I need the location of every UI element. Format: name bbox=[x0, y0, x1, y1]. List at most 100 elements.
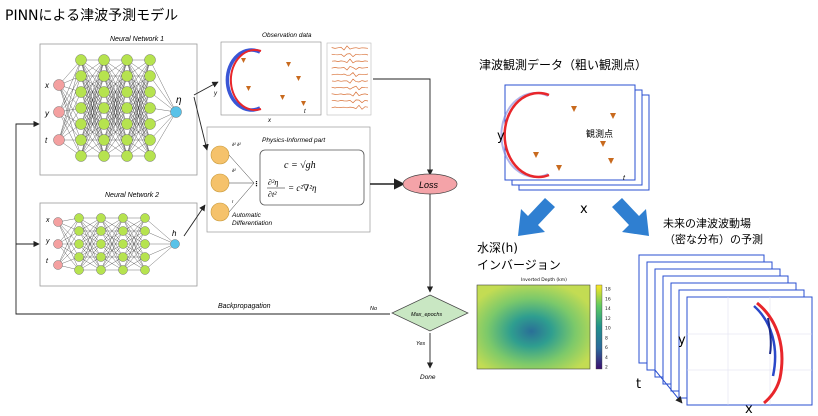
observation-xlabel: x bbox=[267, 118, 272, 124]
timeseries-trace bbox=[331, 104, 369, 110]
nn2-node-4-0 bbox=[140, 213, 150, 223]
nn1-node-2-2 bbox=[98, 86, 110, 98]
nn1-node-4-3 bbox=[144, 102, 156, 114]
observation-timeseries bbox=[326, 42, 372, 116]
depth-map bbox=[476, 284, 591, 370]
nn2-node-1-2 bbox=[74, 239, 84, 249]
nn1-node-3-3 bbox=[121, 102, 133, 114]
colorbar-tick: 12 bbox=[605, 316, 611, 322]
nn2-node-1-4 bbox=[74, 265, 84, 275]
future-title-line2: （密な分布）の予測 bbox=[664, 232, 763, 246]
timeseries-trace bbox=[331, 65, 369, 71]
future-tlabel: t bbox=[636, 377, 641, 392]
obs-panel-ylabel: y bbox=[497, 129, 505, 144]
observation-stations bbox=[241, 58, 306, 106]
obs-panel-stations bbox=[533, 106, 616, 171]
observation-title: Observation data bbox=[262, 32, 312, 39]
decision-label: Max_epochs bbox=[411, 312, 442, 318]
nn2-input-y: y bbox=[45, 238, 50, 245]
nn1-node-4-4 bbox=[144, 118, 156, 130]
nn2-node-3-4 bbox=[118, 265, 128, 275]
colorbar-tick: 6 bbox=[605, 345, 608, 351]
future-front-frame bbox=[686, 296, 813, 406]
autodiff-line2: Differentiation bbox=[232, 220, 272, 227]
nn1-node-1-0 bbox=[75, 54, 87, 66]
nn1-node-1-1 bbox=[75, 70, 87, 82]
nn1-node-0-0 bbox=[53, 79, 65, 91]
nn2-node-5-0 bbox=[170, 239, 180, 249]
nn1-node-3-0 bbox=[121, 54, 133, 66]
physics-equation-box bbox=[259, 149, 365, 206]
depth-map-title: Inverted Depth (km) bbox=[521, 277, 567, 283]
depth-title-line2: インバージョン bbox=[477, 258, 561, 272]
timeseries-trace bbox=[331, 71, 369, 77]
physics-node-2 bbox=[210, 173, 230, 193]
obs-panel-title: 津波観測データ（粗い観測点） bbox=[479, 57, 647, 72]
observation-timeseries-traces bbox=[331, 45, 369, 110]
timeseries-trace bbox=[331, 78, 369, 84]
nn2-node-2-0 bbox=[96, 213, 106, 223]
decision-yes: Yes bbox=[416, 341, 425, 347]
nn2-node-0-2 bbox=[53, 260, 63, 270]
nn2-node-2-4 bbox=[96, 265, 106, 275]
nn1-node-3-6 bbox=[121, 150, 133, 162]
nn1-node-4-2 bbox=[144, 86, 156, 98]
nn2-input-x: x bbox=[45, 217, 50, 224]
equation-lhs-den: ∂t² bbox=[268, 190, 277, 199]
obs-panel-xlabel: x bbox=[580, 202, 588, 217]
nn1-node-2-0 bbox=[98, 54, 110, 66]
observation-wave-red bbox=[229, 49, 262, 111]
backprop-label: Backpropagation bbox=[218, 303, 271, 310]
colorbar-tick: 14 bbox=[605, 306, 611, 312]
colorbar-tick: 2 bbox=[605, 365, 608, 371]
nn2-node-4-2 bbox=[140, 239, 150, 249]
depth-title-line1: 水深(h) bbox=[477, 241, 518, 255]
nn1-node-1-4 bbox=[75, 118, 87, 130]
nn1-node-3-5 bbox=[121, 134, 133, 146]
nn2-node-1-3 bbox=[74, 252, 84, 262]
nn2-node-3-0 bbox=[118, 213, 128, 223]
physics-node-3 bbox=[210, 202, 230, 222]
obs-panel-tlabel: t bbox=[623, 175, 626, 182]
nn2-node-3-1 bbox=[118, 226, 128, 236]
nn1-node-1-5 bbox=[75, 134, 87, 146]
loss-node bbox=[402, 173, 458, 195]
nn1-node-0-1 bbox=[53, 106, 65, 118]
colorbar-tick: 4 bbox=[605, 355, 608, 361]
colorbar-tick: 18 bbox=[605, 287, 611, 293]
colorbar-tick: 16 bbox=[605, 296, 611, 302]
nn1-node-3-4 bbox=[121, 118, 133, 130]
nn1-node-4-1 bbox=[144, 70, 156, 82]
depth-colorbar bbox=[595, 284, 603, 370]
physics-node-label-2: ∂² bbox=[232, 168, 236, 173]
nn2-node-2-1 bbox=[96, 226, 106, 236]
future-ylabel: y bbox=[678, 333, 686, 348]
nn1-node-4-6 bbox=[144, 150, 156, 162]
arrow-to-depth bbox=[518, 198, 555, 236]
nn1-input-y: y bbox=[44, 109, 50, 118]
nn2-node-3-2 bbox=[118, 239, 128, 249]
nn1-node-1-2 bbox=[75, 86, 87, 98]
nn2-node-1-0 bbox=[74, 213, 84, 223]
nn2-node-0-0 bbox=[53, 217, 63, 227]
nn2-input-t: t bbox=[46, 258, 49, 265]
nn2-node-1-1 bbox=[74, 226, 84, 236]
nn2-node-3-3 bbox=[118, 252, 128, 262]
equation-rhs: = c²∇²η bbox=[288, 183, 317, 193]
nn1-input-t: t bbox=[45, 136, 48, 145]
nn2-nodes bbox=[53, 213, 180, 275]
physics-ellipsis: ⋮ bbox=[253, 180, 260, 188]
physics-node-label-1: ∂² ∂² bbox=[232, 142, 241, 147]
nn2-output-h: h bbox=[172, 229, 177, 238]
nn1-node-2-4 bbox=[98, 118, 110, 130]
decision-no: No bbox=[370, 306, 377, 312]
nn1-node-2-6 bbox=[98, 150, 110, 162]
physics-node-1 bbox=[210, 145, 230, 165]
nn1-node-0-2 bbox=[53, 134, 65, 146]
colorbar-tick: 8 bbox=[605, 335, 608, 341]
timeseries-trace bbox=[331, 45, 369, 51]
physics-title: Physics-Informed part bbox=[262, 137, 326, 144]
nn1-node-1-6 bbox=[75, 150, 87, 162]
future-time-axis bbox=[654, 369, 683, 404]
